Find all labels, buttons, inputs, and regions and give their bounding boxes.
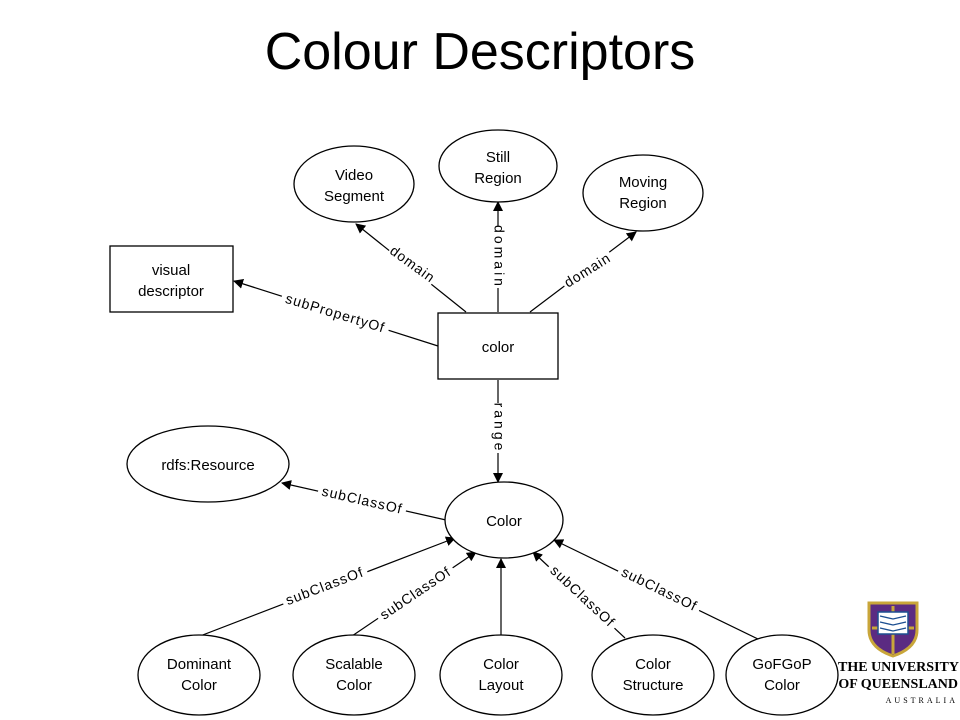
university-logo: THE UNIVERSITY OF QUEENSLAND AUSTRALIA <box>838 600 960 720</box>
node-still-region-line1: Still <box>486 149 510 166</box>
node-gofgop-color-line1: GoFGoP <box>752 656 811 673</box>
node-still-region: Still Region <box>438 129 558 203</box>
university-crest-icon <box>867 601 919 658</box>
node-scalable-color: Scalable Color <box>292 634 416 716</box>
node-video-segment-line1: Video <box>335 167 373 184</box>
node-visual-descriptor-line1: visual <box>152 262 190 279</box>
node-still-region-line2: Region <box>474 170 522 187</box>
edge-label-subclass-scalable: subClassOf <box>377 563 454 622</box>
node-color-layout-line2: Layout <box>478 677 524 694</box>
node-scalable-color-line1: Scalable <box>325 656 383 673</box>
edges <box>199 201 761 641</box>
node-dominant-color-line2: Color <box>181 677 217 694</box>
logo-text-line2: OF QUEENSLAND <box>838 677 958 692</box>
node-dominant-color: Dominant Color <box>137 634 261 716</box>
node-color-structure-line2: Structure <box>623 677 684 694</box>
node-color-layout: Color Layout <box>439 634 563 716</box>
edge-label-subclass-dominant: subClassOf <box>283 564 366 608</box>
node-video-segment: Video Segment <box>293 145 415 223</box>
node-moving-region: Moving Region <box>582 154 704 232</box>
edge-label-sub-property-of: subPropertyOf <box>284 290 387 335</box>
node-rdfs-resource-label: rdfs:Resource <box>161 457 254 474</box>
edge-labels: domain domain domain subPropertyOf range… <box>278 225 704 635</box>
node-color-property-label: color <box>482 339 515 356</box>
edge-label-domain-video: domain <box>387 242 438 285</box>
node-dominant-color-line1: Dominant <box>167 656 232 673</box>
node-color-layout-line1: Color <box>483 656 519 673</box>
node-gofgop-color-line2: Color <box>764 677 800 694</box>
logo-text-line3: AUSTRALIA <box>885 696 958 705</box>
node-color-class-label: Color <box>486 513 522 530</box>
node-color-class: Color <box>444 481 564 559</box>
node-visual-descriptor: visual descriptor <box>109 245 234 313</box>
node-color-structure-line1: Color <box>635 656 671 673</box>
node-color-property: color <box>437 312 559 380</box>
edge-label-subclass-gofgop: subClassOf <box>619 564 700 614</box>
node-moving-region-line2: Region <box>619 195 667 212</box>
node-scalable-color-line2: Color <box>336 677 372 694</box>
edge-label-subclass-resource: subClassOf <box>320 483 404 517</box>
edge-label-range: range <box>491 403 507 454</box>
node-gofgop-color: GoFGoP Color <box>725 634 839 716</box>
logo-text-line1: THE UNIVERSITY <box>838 660 959 675</box>
node-color-structure: Color Structure <box>591 634 715 716</box>
edge-label-subclass-structure: subClassOf <box>547 562 618 630</box>
node-video-segment-line2: Segment <box>324 188 385 205</box>
node-visual-descriptor-line2: descriptor <box>138 283 204 300</box>
node-moving-region-line1: Moving <box>619 174 667 191</box>
slide-title: Colour Descriptors <box>264 23 696 81</box>
edge-label-domain-still: domain <box>491 225 507 289</box>
node-rdfs-resource: rdfs:Resource <box>126 425 290 503</box>
